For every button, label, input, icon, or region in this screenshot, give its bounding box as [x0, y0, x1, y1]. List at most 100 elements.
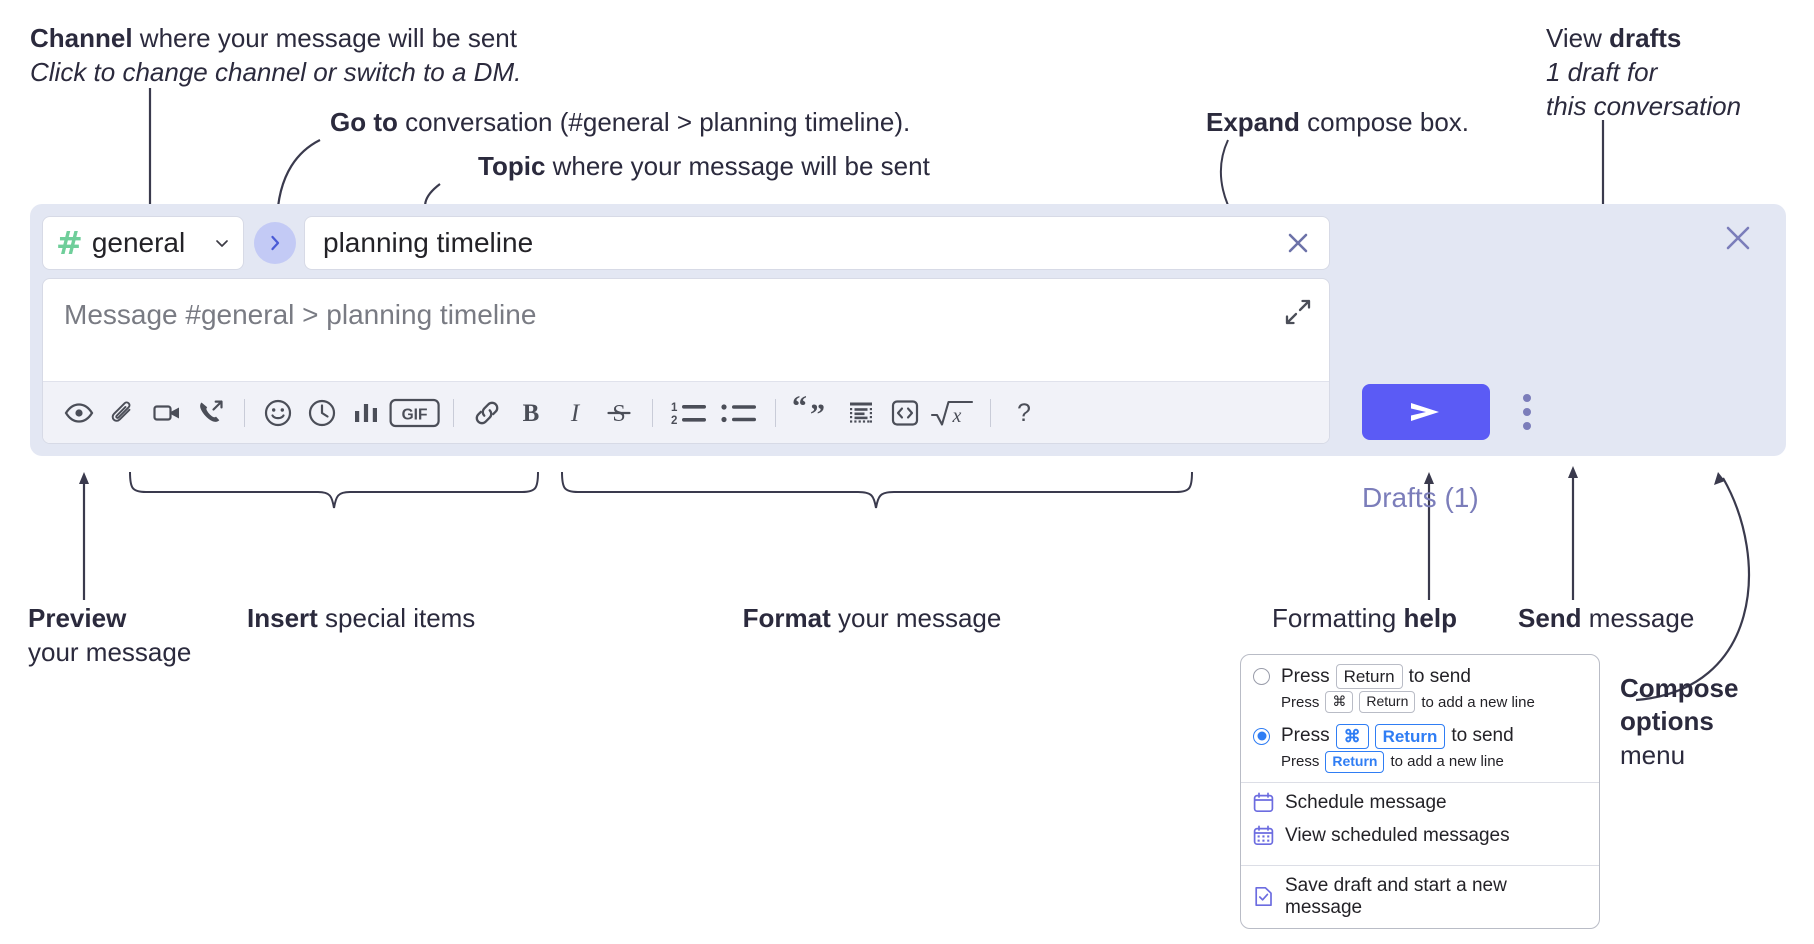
kebab-menu-icon: [1523, 422, 1531, 430]
svg-text:x: x: [952, 405, 962, 427]
annotation-send-bold: Send: [1518, 603, 1582, 633]
menu-item-label: Save draft and start a new message: [1285, 874, 1507, 918]
send-paper-plane-icon: [1405, 397, 1447, 427]
svg-text:GIF: GIF: [402, 406, 428, 423]
tail-label-1: to send: [1408, 665, 1471, 687]
clock-icon[interactable]: [300, 391, 344, 435]
radio-selected-icon[interactable]: [1253, 727, 1270, 745]
key-return-sub-2: Return: [1325, 751, 1385, 773]
menu-item-save-draft[interactable]: Save draft and start a new message: [1241, 866, 1599, 928]
annotation-goto: Go to conversation (#general > planning …: [330, 106, 910, 140]
ordered-list-icon[interactable]: 1 2: [664, 391, 714, 435]
svg-text:”: ”: [810, 398, 825, 431]
close-compose-icon[interactable]: [1722, 222, 1754, 254]
annotation-drafts-sub1: 1 draft for: [1546, 56, 1658, 87]
annotation-help-pre: Formatting: [1272, 603, 1404, 633]
attachment-icon[interactable]: [101, 391, 145, 435]
channel-picker[interactable]: # general: [42, 216, 244, 270]
annotation-drafts-pre: View: [1546, 23, 1610, 53]
gif-icon[interactable]: GIF: [388, 391, 442, 435]
send-option-cmd-return-sub: Press Return to add a new line: [1241, 749, 1599, 773]
menu-divider: [1241, 781, 1599, 783]
chevron-down-icon: [214, 235, 230, 251]
svg-text:?: ?: [1017, 399, 1031, 427]
annotation-options-bold2: options: [1620, 706, 1714, 737]
topic-input[interactable]: [321, 217, 1283, 269]
annotation-topic: Topic where your message will be sent: [478, 150, 930, 184]
annotation-insert-bold: Insert: [247, 603, 318, 633]
annotation-options-rest: menu: [1620, 739, 1686, 770]
annotation-send-rest: message: [1581, 603, 1695, 633]
send-button[interactable]: [1362, 384, 1490, 440]
annotation-options-bold1: Compose: [1620, 673, 1739, 703]
italic-icon[interactable]: I: [553, 391, 597, 435]
annotation-drafts: View drafts 1 draft for this conversatio…: [1546, 22, 1741, 123]
calendar-schedule-icon: [1253, 792, 1274, 813]
emoji-icon[interactable]: [256, 391, 300, 435]
goto-conversation-button[interactable]: [254, 222, 296, 264]
preview-icon[interactable]: [57, 391, 101, 435]
key-return-2: Return: [1374, 723, 1446, 749]
toolbar-divider: [244, 398, 245, 427]
annotation-goto-rest: conversation (#general > planning timeli…: [397, 107, 911, 137]
poll-icon[interactable]: [344, 391, 388, 435]
channel-name: general: [91, 227, 186, 258]
annotation-channel-bold: Channel: [30, 23, 133, 53]
math-icon[interactable]: x: [927, 391, 979, 435]
bullet-list-icon[interactable]: [714, 391, 764, 435]
annotation-drafts-bold: drafts: [1609, 23, 1682, 53]
video-camera-icon[interactable]: [145, 391, 189, 435]
toolbar-divider: [453, 398, 454, 427]
annotation-format-rest: your message: [830, 603, 1002, 633]
annotation-format-bold: Format: [742, 603, 831, 633]
annotation-help-bold: help: [1403, 603, 1457, 633]
annotation-preview-bold: Preview: [28, 603, 127, 633]
expand-compose-icon[interactable]: [1283, 297, 1313, 327]
annotation-preview-line2: your message: [28, 636, 192, 667]
annotation-preview: Preview your message: [28, 602, 191, 670]
svg-text:2: 2: [671, 415, 677, 427]
calendar-grid-icon: [1253, 825, 1274, 846]
compose-options-button[interactable]: [1512, 388, 1542, 436]
message-body[interactable]: Message #general > planning timeline: [42, 278, 1330, 444]
topic-field[interactable]: [304, 216, 1330, 270]
annotation-channel-sub: Click to change channel or switch to a D…: [30, 56, 522, 87]
menu-item-view-scheduled-messages[interactable]: View scheduled messages: [1241, 823, 1599, 856]
annotation-expand: Expand compose box.: [1206, 106, 1469, 140]
annotation-compose-options: Compose options menu: [1620, 672, 1738, 772]
annotation-insert: Insert special items: [247, 602, 475, 636]
audio-call-icon[interactable]: [189, 391, 233, 435]
link-icon[interactable]: [465, 391, 509, 435]
compose-inner: # general Message #general > planning ti…: [42, 216, 1330, 444]
annotation-send: Send message: [1518, 602, 1694, 636]
kebab-menu-icon: [1523, 394, 1531, 402]
strikethrough-icon[interactable]: S: [597, 391, 641, 435]
send-option-return[interactable]: Press Return to send: [1241, 655, 1599, 690]
send-option-cmd-return[interactable]: Press ⌘ Return to send: [1241, 713, 1599, 749]
svg-text:I: I: [570, 400, 581, 427]
menu-divider: [1241, 864, 1599, 866]
menu-item-label: View scheduled messages: [1285, 824, 1510, 846]
blockquote-icon[interactable]: “ ”: [787, 390, 839, 435]
key-cmd-2: ⌘: [1335, 723, 1369, 749]
send-option-return-sub: Press ⌘ Return to add a new line: [1241, 689, 1599, 713]
key-return-sub-1: Return: [1359, 691, 1416, 713]
help-question-icon[interactable]: ?: [1002, 391, 1046, 435]
inline-code-icon[interactable]: [883, 391, 927, 435]
sub-tail-2: to add a new line: [1390, 753, 1504, 771]
bold-icon[interactable]: B: [509, 391, 553, 435]
annotation-help: Formatting help: [1272, 602, 1457, 636]
annotation-format: Format your message: [743, 602, 1002, 636]
radio-unselected-icon[interactable]: [1253, 668, 1270, 685]
annotation-expand-bold: Expand: [1206, 107, 1300, 137]
drafts-link[interactable]: Drafts (1): [1362, 482, 1479, 513]
press-label-2: Press: [1281, 725, 1330, 747]
compose-header-row: # general: [42, 216, 1330, 270]
topic-clear-icon[interactable]: [1283, 228, 1313, 258]
svg-text:B: B: [523, 400, 540, 427]
code-block-icon[interactable]: [839, 391, 883, 435]
menu-item-schedule-message[interactable]: Schedule message: [1241, 783, 1599, 823]
sub-press-2: Press: [1281, 753, 1320, 771]
annotation-channel-rest: where your message will be sent: [132, 23, 517, 53]
compose-right-pane: Drafts (1): [1330, 204, 1786, 513]
